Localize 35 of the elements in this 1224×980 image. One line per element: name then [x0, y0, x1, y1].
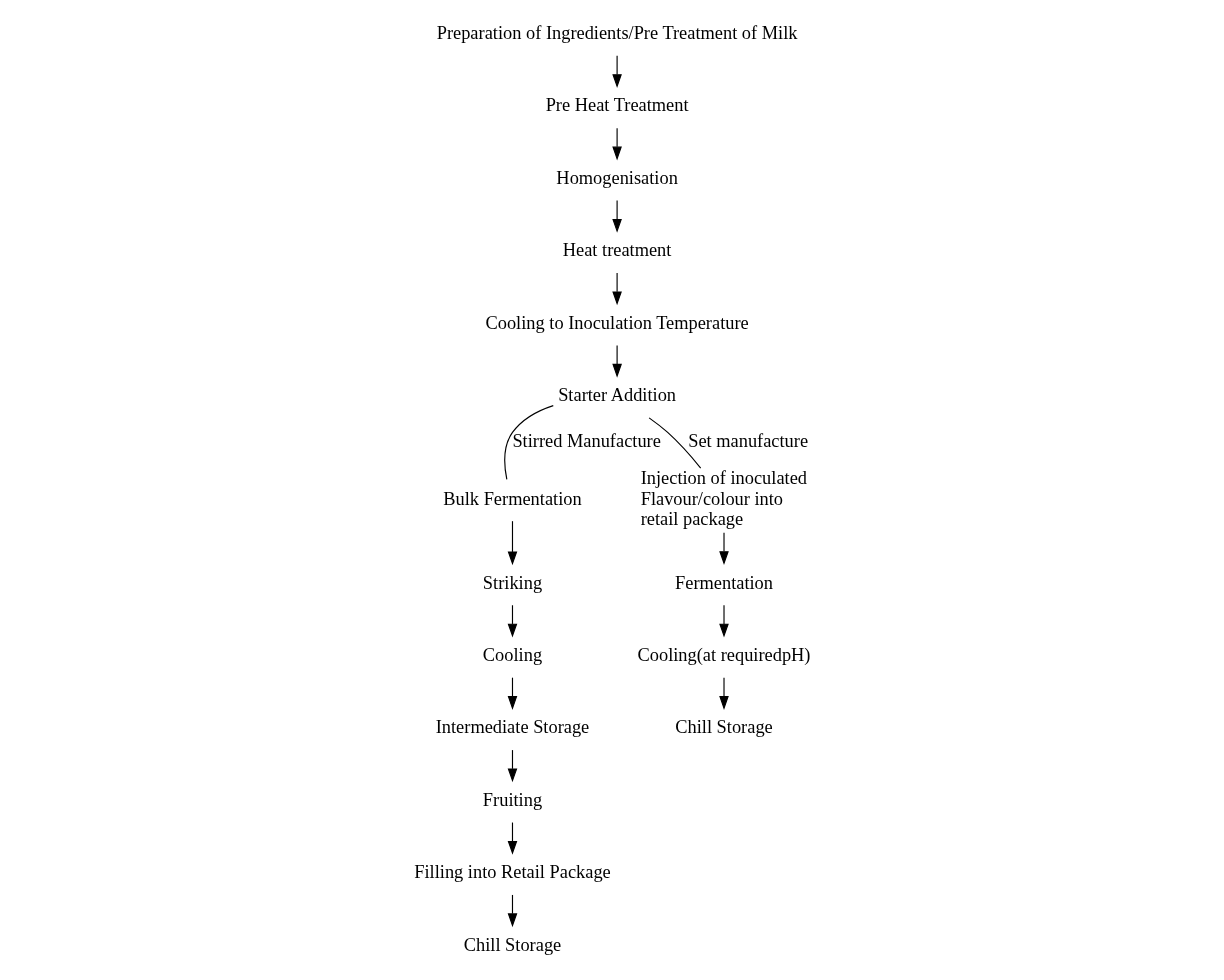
arrow [611, 54, 622, 88]
arrow [611, 199, 622, 233]
arrow [718, 676, 729, 710]
connector [503, 404, 554, 480]
node-text: Pre Heat Treatment [545, 94, 689, 115]
node-text: Filling into Retail Package [413, 861, 611, 882]
arrow [611, 271, 622, 305]
edge-label: Stirred Manufacture [511, 430, 661, 451]
arrow [718, 531, 729, 565]
arrow [611, 127, 622, 160]
node-text: Injection of inoculated Flavour/colour into retail package [640, 467, 807, 529]
arrow [507, 893, 517, 927]
node-text: Heat treatment [562, 239, 671, 260]
node-text: Fermentation [674, 572, 773, 593]
connector [648, 416, 701, 469]
node-text: Preparation of Ingredients/Pre Treatment of Milk [436, 22, 797, 43]
node-text: Cooling [482, 644, 542, 665]
arrow [507, 676, 517, 710]
arrow [718, 604, 729, 637]
arrow [507, 821, 517, 855]
node-text: Cooling to Inoculation Temperature [484, 312, 749, 333]
arrow [507, 749, 517, 782]
node-text: Chill Storage [463, 934, 561, 955]
node-text: Chill Storage [674, 716, 773, 737]
node-text: Bulk Fermentation [442, 488, 582, 509]
node-text: Striking [482, 572, 542, 593]
arrow [611, 344, 622, 378]
node-text: Fruiting [482, 789, 542, 810]
arrow [507, 604, 517, 637]
node-text: Starter Addition [557, 384, 676, 405]
node-text: Intermediate Storage [435, 716, 589, 737]
node-text: Cooling(at requiredpH) [637, 644, 810, 665]
arrow [507, 520, 517, 565]
node-text: Homogenisation [555, 167, 678, 188]
edge-label: Set manufacture [687, 430, 808, 451]
